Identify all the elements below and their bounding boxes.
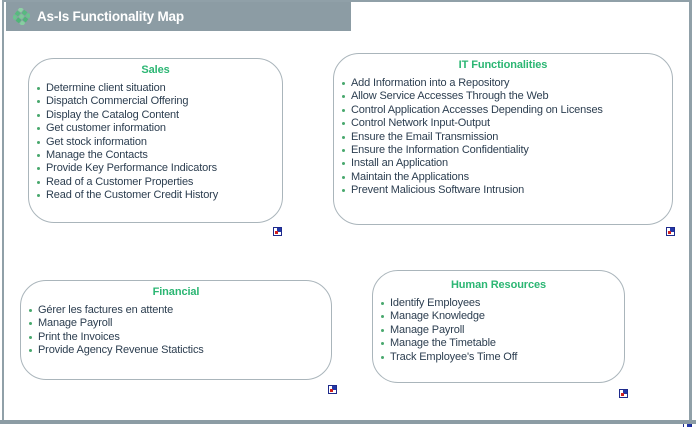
list-item: Maintain the Applications [334,171,672,184]
list-item: Display the Catalog Content [29,109,282,122]
group-title-human-resources: Human Resources [450,279,547,291]
model-reference-icon[interactable] [328,385,337,394]
list-item: Determine client situation [29,82,282,95]
group-title-sales: Sales [141,64,170,76]
list-item: Read of the Customer Credit History [29,189,282,202]
list-item: Manage the Contacts [29,149,282,162]
functionality-map-diamond-icon [13,8,30,25]
list-item: Manage Payroll [373,324,624,337]
window-frame-left [2,0,4,422]
list-item: Allow Service Accesses Through the Web [334,90,672,103]
list-item: Get stock information [29,136,282,149]
list-item: Provide Key Performance Indicators [29,162,282,175]
map-header-bar: As-Is Functionality Map [6,2,351,31]
group-title-financial: Financial [152,286,200,298]
list-item: Ensure the Email Transmission [334,131,672,144]
group-box-it-functionalities[interactable]: IT Functionalities Add Information into … [333,53,673,225]
list-item: Manage the Timetable [373,337,624,350]
list-item: Manage Payroll [21,317,331,330]
window-frame-right [689,0,692,422]
list-item: Manage Knowledge [373,310,624,323]
list-item: Track Employee's Time Off [373,351,624,364]
list-item: Provide Agency Revenue Statictics [21,344,331,357]
list-item: Print the Invoices [21,331,331,344]
list-item: Install an Application [334,157,672,170]
model-reference-icon[interactable] [666,227,675,236]
list-item: Dispatch Commercial Offering [29,95,282,108]
list-item: Control Application Accesses Depending o… [334,104,672,117]
list-item: Add Information into a Repository [334,77,672,90]
window-frame-bottom [0,420,696,424]
model-reference-icon[interactable] [273,227,282,236]
list-item: Identify Employees [373,297,624,310]
list-item: Prevent Malicious Software Intrusion [334,184,672,197]
group-title-it-functionalities: IT Functionalities [458,59,548,71]
window-frame-top [2,0,692,2]
map-title: As-Is Functionality Map [37,9,184,24]
list-item: Gérer les factures en attente [21,304,331,317]
list-item: Read of a Customer Properties [29,176,282,189]
list-item: Get customer information [29,122,282,135]
list-item: Ensure the Information Confidentiality [334,144,672,157]
list-item: Control Network Input-Output [334,117,672,130]
model-reference-icon[interactable] [619,389,628,398]
